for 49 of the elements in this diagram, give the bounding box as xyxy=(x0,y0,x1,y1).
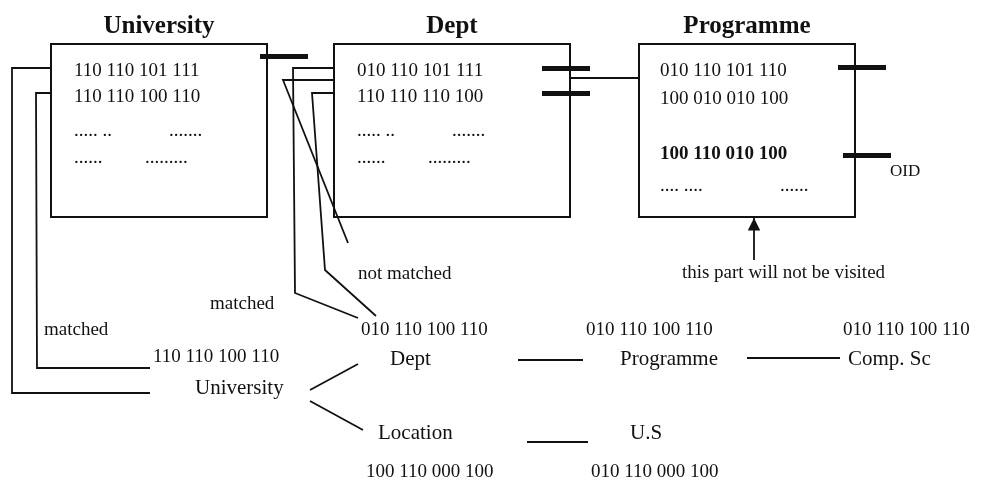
bit-string: 010 110 100 110 xyxy=(586,318,713,340)
connector-line xyxy=(11,67,151,394)
node-label: Dept xyxy=(390,346,431,370)
dotted-filler: ...... xyxy=(357,146,386,168)
connector-line xyxy=(281,79,349,244)
bit-string: 100 010 010 100 xyxy=(660,87,789,109)
connector-line xyxy=(517,359,584,361)
connector-line xyxy=(746,357,841,359)
box-heading: Dept xyxy=(426,10,478,40)
dotted-filler: ......... xyxy=(145,146,188,168)
bit-string: 010 110 100 110 xyxy=(361,318,488,340)
connector-line xyxy=(292,67,359,319)
node-label: U.S xyxy=(630,420,663,444)
edge-label: matched xyxy=(210,292,275,314)
node-label: Location xyxy=(378,420,453,444)
connector-line xyxy=(35,92,151,369)
bit-string: 110 110 101 111 xyxy=(74,59,200,81)
dotted-filler: ....... xyxy=(169,119,203,141)
dotted-filler: .... .... xyxy=(660,174,703,196)
bit-string: 010 110 101 111 xyxy=(357,59,484,81)
edge-label: matched xyxy=(44,318,109,340)
connector-line xyxy=(526,441,589,443)
bit-string: 110 110 110 100 xyxy=(357,85,484,107)
node-label: University xyxy=(195,375,284,399)
connector-line xyxy=(570,77,639,79)
connector-line xyxy=(309,363,359,391)
bit-string: 100 110 000 100 xyxy=(366,460,494,482)
box-heading: Programme xyxy=(683,10,811,40)
dotted-filler: ......... xyxy=(428,146,471,168)
node-label: Programme xyxy=(620,346,718,370)
bit-string: 100 110 010 100 xyxy=(660,142,788,164)
dotted-filler: ..... .. xyxy=(357,119,395,141)
bit-string: 110 110 100 110 xyxy=(74,85,201,107)
connector-line xyxy=(311,92,377,317)
dotted-filler: ....... xyxy=(452,119,486,141)
dotted-filler: ...... xyxy=(780,174,809,196)
connector-line xyxy=(309,400,364,431)
annotation-text: this part will not be visited xyxy=(680,261,887,283)
pointer-label: OID xyxy=(890,160,921,182)
bit-string: 110 110 100 110 xyxy=(153,345,280,367)
dotted-filler: ..... .. xyxy=(74,119,112,141)
box-heading: University xyxy=(103,10,215,40)
dotted-filler: ...... xyxy=(74,146,103,168)
bit-string: 010 110 000 100 xyxy=(591,460,719,482)
bit-string: 010 110 101 110 xyxy=(660,59,787,81)
edge-label: not matched xyxy=(358,262,452,284)
arrow xyxy=(747,217,761,261)
node-label: Comp. Sc xyxy=(848,346,931,370)
bit-string: 010 110 100 110 xyxy=(843,318,970,340)
